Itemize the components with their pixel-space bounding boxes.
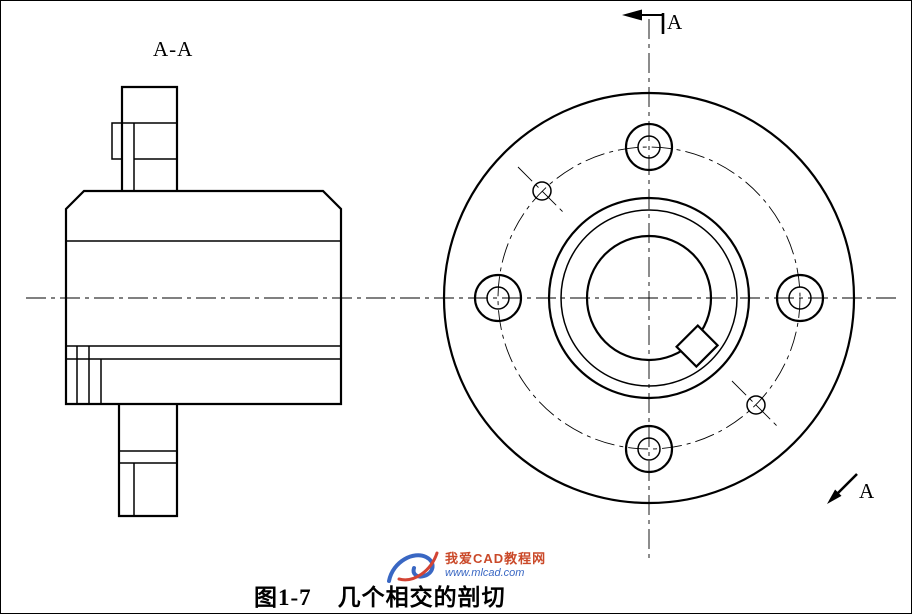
figure-number: 图1-7: [254, 585, 312, 610]
top-boss-ledge: [111, 122, 122, 160]
keyway-slot: [675, 324, 720, 369]
section-view: [64, 85, 343, 518]
figure-title: 几个相交的剖切: [337, 585, 506, 610]
watermark-url: www.mlcad.com: [445, 567, 525, 580]
body-outline: [64, 189, 343, 406]
bolt-circle: [497, 146, 801, 450]
bolt-hole-left: [473, 273, 523, 323]
watermark-text: 我爱CAD教程网 www.mlcad.com: [445, 551, 547, 580]
front-view: [442, 91, 856, 505]
small-hole-upper-left: [532, 181, 552, 201]
hub-outer-circle: [547, 196, 751, 400]
top-boss-outline: [120, 85, 179, 191]
section-arrow-bottom: [827, 473, 858, 504]
arrow-shaft: [835, 473, 858, 496]
keyway: [675, 324, 720, 369]
arrowhead-icon: [827, 489, 842, 504]
watermark: 我爱CAD教程网 www.mlcad.com: [384, 545, 546, 587]
bolt-hole-top: [624, 122, 674, 172]
figure-caption: 图1-7 几个相交的剖切: [254, 578, 506, 612]
small-hole-lower-right: [746, 395, 766, 415]
watermark-logo-icon: [387, 551, 439, 583]
section-arrow-top-label: A: [667, 10, 683, 34]
watermark-site-name: 我爱CAD教程网: [445, 551, 547, 567]
section-view-label: A-A: [153, 37, 193, 61]
bolt-hole-bottom: [624, 424, 674, 474]
arrowhead-icon: [622, 9, 642, 21]
diagonal-centerline-lower-right: [731, 380, 781, 430]
centerlines: [26, 19, 896, 563]
center-bore-circle: [585, 234, 713, 362]
hub-chamfer-circle: [560, 209, 738, 387]
bolt-hole-right: [775, 273, 825, 323]
section-arrow-bottom-label: A: [859, 479, 875, 503]
bottom-boss-outline: [117, 404, 179, 518]
diagonal-centerline-upper-left: [517, 166, 567, 216]
section-arrow-top: [622, 9, 665, 34]
flange-outer-circle: [442, 91, 856, 505]
